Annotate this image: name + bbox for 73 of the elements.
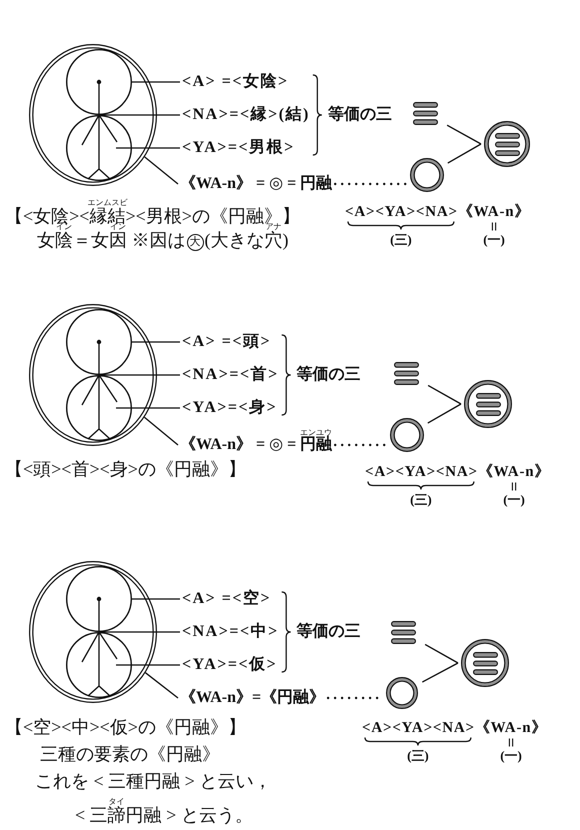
circle (66, 309, 132, 375)
heading-text: 【<頭><首><身>の《円融》】 (5, 460, 246, 478)
leader-line (145, 672, 178, 699)
formula-text: <A><YA><NA>《WA-n》 (345, 204, 530, 220)
connector-line (428, 384, 462, 405)
formula-text: <A><YA><NA>《WA-n》 (362, 720, 548, 736)
formula-caption: (一) (483, 232, 505, 246)
three-bars-icon (494, 132, 520, 156)
group-label: 等価の三 (296, 367, 361, 383)
note-text: 三種の要素の《円融》 (40, 745, 220, 763)
three-bars-icon (472, 652, 498, 674)
circle (66, 115, 132, 181)
three-bars-icon (394, 362, 418, 384)
connector-line (422, 662, 458, 683)
circle (66, 375, 132, 441)
double-circle (390, 418, 424, 452)
equation-text: <NA>=<首> (182, 367, 279, 383)
group-label: 等価の三 (296, 624, 361, 640)
stick-figure (79, 338, 120, 441)
note-text: < 三諦円融 > と云う。 (75, 806, 253, 824)
double-circle (410, 158, 444, 192)
ruby-text: タイ (108, 798, 125, 806)
ruby-text: イン (110, 223, 126, 231)
connector-line (424, 644, 458, 664)
ruby-text: アナ (265, 223, 282, 231)
equation-text: <YA>=<男根> (182, 140, 295, 156)
formula-caption: (三) (390, 232, 412, 246)
circle (66, 632, 132, 698)
equation-text: <A> =<頭> (182, 334, 272, 350)
double-circle (461, 639, 509, 687)
equation-text: 《WA-n》=《円融》 (180, 690, 326, 706)
connector-line (446, 124, 482, 145)
leader-line (132, 341, 180, 343)
three-bars-icon (412, 102, 438, 124)
note-text: これを < 三種円融 > と云い， (35, 772, 272, 790)
formula-caption: (三) (410, 492, 432, 506)
equation-text: <NA>=<縁>(結) (182, 107, 310, 123)
equation-text: <NA>=<中> (182, 624, 279, 640)
connector-line (427, 403, 462, 424)
three-bars-icon (390, 620, 416, 644)
double-circle (386, 677, 418, 709)
stick-figure (79, 595, 120, 698)
equation-text: <A> =<空> (182, 591, 272, 607)
formula-caption: (三) (407, 748, 429, 762)
leader-line (132, 598, 180, 600)
equation-text: 《WA-n》 = ◎ = 円融 (180, 437, 332, 453)
group-label: 等価の三 (328, 107, 392, 123)
leader-line (132, 81, 180, 83)
ruby-text: イン (56, 223, 72, 231)
double-circle (484, 121, 530, 167)
ruby-text: エンユウ (300, 429, 332, 437)
double-circle (29, 304, 157, 446)
heading-text: 【<空><中><仮>の《円融》】 (5, 718, 246, 736)
three-bars-icon (476, 392, 500, 416)
double-circle (464, 380, 512, 428)
heading-text: 【<女陰><縁結><男根>の《円融》】 (5, 207, 300, 225)
note-text: 女陰＝女因 ※因は大(大きな穴) (37, 231, 288, 251)
formula-text: <A><YA><NA>《WA-n》 (365, 464, 550, 480)
leader-line (144, 156, 178, 184)
leader-line (144, 416, 178, 446)
formula-caption: (一) (500, 748, 522, 762)
equation-text: <A> =<女陰> (182, 74, 289, 90)
circle (66, 566, 132, 632)
stick-figure (79, 78, 120, 181)
double-circle (29, 44, 157, 186)
equation-text: <YA>=<仮> (182, 657, 278, 673)
formula-caption: (一) (503, 492, 525, 506)
equation-text: <YA>=<身> (182, 400, 278, 416)
circle (66, 49, 132, 115)
ruby-text: エンムスビ (87, 199, 128, 207)
equation-text: 《WA-n》 = ◎ = 円融 (180, 176, 332, 192)
double-circle (29, 561, 157, 703)
connector-line (447, 143, 482, 164)
